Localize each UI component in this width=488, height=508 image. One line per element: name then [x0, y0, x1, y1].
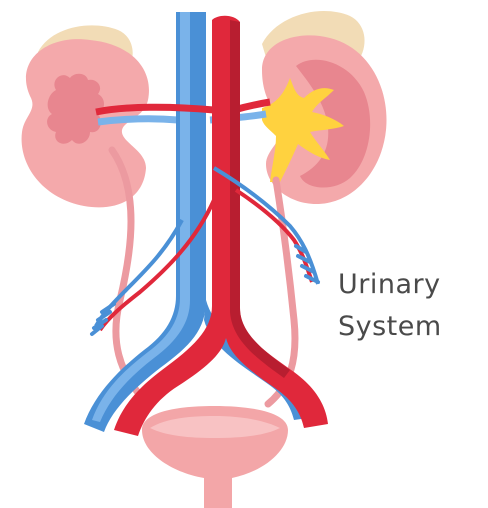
- left-renal-vein: [98, 119, 178, 122]
- left-gonadal-vein: [96, 220, 182, 326]
- diagram-title-line-2: System: [338, 313, 442, 340]
- urethra: [204, 478, 232, 508]
- right-gonadal-artery: [236, 190, 312, 282]
- diagram-title-line-1: Urinary: [338, 271, 441, 298]
- left-renal-artery: [96, 107, 214, 112]
